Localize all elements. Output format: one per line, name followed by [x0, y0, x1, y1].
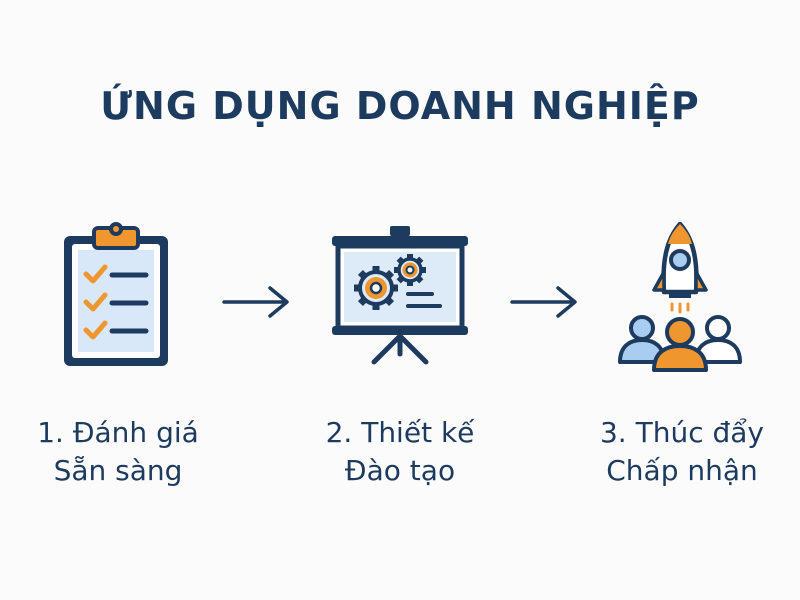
step-3-title: 3. Thúc đẩy: [599, 416, 764, 449]
step-1-subtitle: Sẵn sàng: [53, 454, 183, 487]
rocket-team-icon: [618, 222, 742, 372]
arrow-right-icon: [222, 286, 289, 318]
step-3-subtitle: Chấp nhận: [606, 454, 758, 487]
step-1-title: 1. Đánh giá: [37, 416, 199, 449]
page-title: ỨNG DỤNG DOANH NGHIỆP: [100, 84, 700, 128]
arrow-right-icon: [510, 286, 577, 318]
step-2-label: 2. Thiết kế Đào tạo: [280, 414, 520, 490]
step-2-subtitle: Đào tạo: [344, 454, 456, 487]
step-1-label: 1. Đánh giá Sẵn sàng: [0, 414, 238, 490]
step-2-title: 2. Thiết kế: [325, 416, 475, 449]
presentation-gears-icon: [332, 226, 468, 365]
step-3-label: 3. Thúc đẩy Chấp nhận: [562, 414, 800, 490]
clipboard-checklist-icon: [64, 222, 168, 366]
